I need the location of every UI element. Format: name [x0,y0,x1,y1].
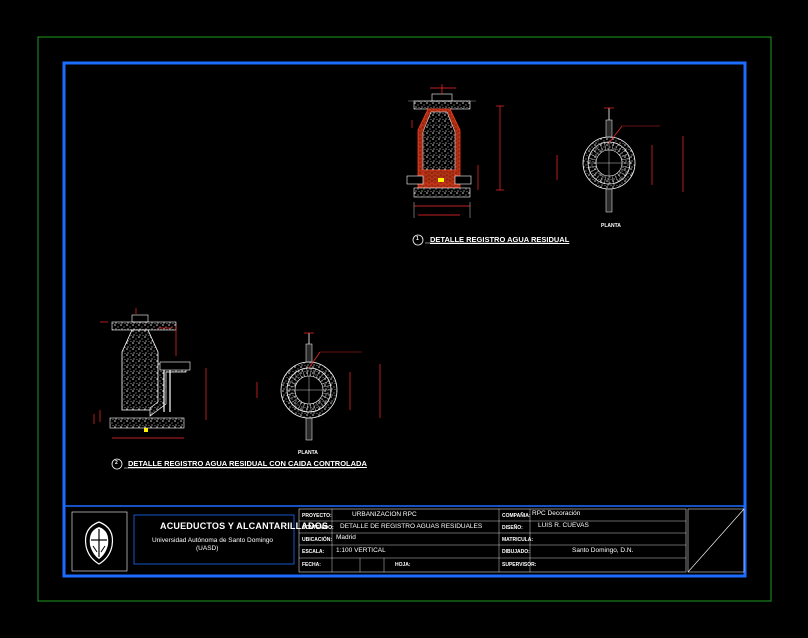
proyecto-label: PROYECTO: [302,513,332,519]
plan-hatch-line [287,392,296,395]
escala-value: 1:100 VERTICAL [336,547,386,554]
caption-2-number-circle [111,458,123,470]
plan-hatch-line [302,403,305,411]
plan-hatch-line [616,146,623,153]
plan-hatch-line [294,373,300,380]
contenido-value: DETALLE DE REGISTRO AGUAS RESIDUALES [340,523,483,530]
plan-hatch-line [310,403,312,412]
caption-2-number: 2 [115,460,118,466]
caption-1-number-circle [412,234,424,246]
plan-hatch-line [599,174,604,183]
plan-hatch-line [592,170,599,177]
company-title: ACUEDUCTOS Y ALCANTARILLADOS [160,521,329,531]
detail-2-section [93,308,207,439]
dibujado-label: DIBUJADO: [502,549,530,555]
plan-hatch-line [620,168,629,173]
plan-hatch-line [306,403,308,412]
compania-label: COMPAÑIA: [502,513,531,519]
university-logo [84,521,114,565]
plan-hatch-line [588,158,597,161]
fecha-label: FECHA: [302,562,321,568]
plan-hatch-line [614,174,619,183]
plan-hatch-line [611,142,614,151]
plan-hatch-line [313,403,316,411]
plan-hatch-line [294,400,300,407]
plan-hatch-line [322,392,331,395]
plan-hatch-line [620,153,629,158]
plan-hatch-line [291,376,298,382]
escala-label: ESCALA: [302,549,325,555]
plan-hatch-line [321,380,330,385]
caption-1-title: DETALLE REGISTRO AGUA RESIDUAL [430,235,570,244]
plan-hatch-line [320,376,327,382]
ubicacion-value: Madrid [336,534,356,541]
proyecto-value: URBANIZACION RPC [352,511,417,518]
plan-hatch-line [302,369,305,377]
plan-hatch-line [599,143,604,152]
plan-hatch-line [310,368,312,377]
plan-hatch-line [315,402,321,410]
plan-hatch-line [614,143,619,152]
detail-1-section [406,84,504,218]
plan-hatch-line [291,398,298,404]
detail-2-plan [256,332,381,441]
plan-hatch-line [611,175,614,184]
caption-1-number: 1 [416,236,419,242]
detail-1-plan [556,107,684,213]
plan-hatch-line [589,153,598,158]
supervisor-label: SUPERVISOR: [502,562,537,568]
caption-2-title: DETALLE REGISTRO AGUA RESIDUAL CON CAIDA… [128,459,367,468]
plan-hatch-line [595,173,602,180]
plan-hatch-line [288,395,297,400]
plan-hatch-line [322,385,331,388]
plan-hatch-line [621,165,630,168]
plan-hatch-line [318,373,324,380]
plan-2-label: PLANTA [298,450,318,456]
plan-hatch-line [315,370,321,378]
contenido-label: CONTENIDO: [302,525,334,531]
plan-hatch-line [288,380,297,385]
plan-hatch-line [318,400,324,407]
plan-hatch-line [321,395,330,400]
title-block [64,505,745,573]
plan-hatch-line [588,165,597,168]
plan-1-label: PLANTA [601,223,621,229]
plan-hatch-line [589,168,598,173]
matricula-label: MATRICULA: [502,537,534,543]
plan-hatch-line [320,398,327,404]
plan-hatch-line [297,402,303,410]
plan-hatch-line [619,149,626,156]
diseno-value: LUIS R. CUEVAS [538,522,589,529]
diseno-label: DISEÑO: [502,525,523,531]
plan-hatch-line [287,385,296,388]
compania-value: RPC Decoración [532,510,581,517]
plan-hatch-line [604,175,607,184]
plan-hatch-line [306,368,308,377]
institution-name: Universidad Autónoma de Santo Domingo [152,537,274,544]
plan-hatch-line [595,146,602,153]
plan-hatch-line [297,370,303,378]
plan-hatch-line [604,142,607,151]
plan-hatch-line [619,170,626,177]
ubicacion-label: UBICACIÓN: [302,537,332,543]
plan-hatch-line [616,173,623,180]
hoja-label: HOJA: [395,562,411,568]
plan-hatch-line [313,369,316,377]
institution-acronym: (UASD) [196,545,219,552]
plan-hatch-line [621,158,630,161]
dibujado-value: Santo Domingo, D.N. [572,547,634,554]
plan-hatch-line [592,149,599,156]
outer-frame [37,36,772,602]
inner-frame [62,61,747,578]
